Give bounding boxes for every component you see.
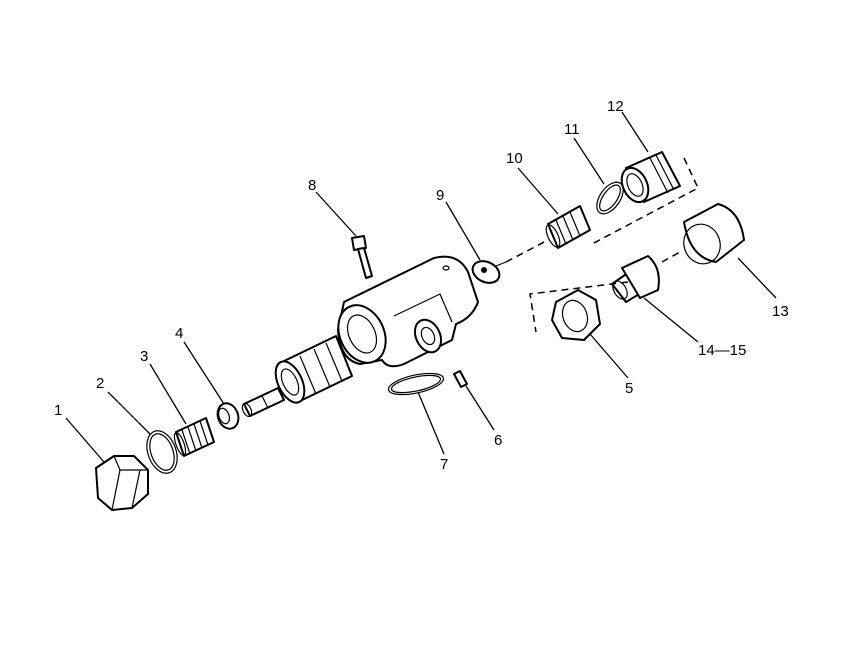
part-2-o-ring — [146, 430, 178, 474]
part-10-spring — [545, 205, 591, 249]
leader-lines — [65, 111, 777, 463]
part-14-15-plug — [611, 255, 660, 303]
part-12-fitting — [620, 151, 681, 204]
valve-spool — [274, 335, 353, 404]
callout-12: 12 — [607, 98, 624, 115]
part-11-o-ring — [596, 181, 624, 215]
callout-4: 4 — [175, 325, 183, 342]
callout-1: 1 — [54, 402, 62, 419]
part-3-spring — [173, 417, 215, 457]
part-5-nut — [551, 289, 601, 341]
callout-10: 10 — [506, 150, 523, 167]
alignment-lines — [505, 157, 699, 333]
callout-3: 3 — [140, 348, 148, 365]
part-13-cap — [683, 203, 745, 265]
callout-9: 9 — [436, 187, 444, 204]
part-1-hex-cap — [95, 455, 149, 511]
callout-2: 2 — [96, 375, 104, 392]
part-6-pin — [453, 370, 468, 388]
callout-14-15: 14—15 — [698, 342, 746, 359]
callout-13: 13 — [772, 303, 789, 320]
callout-7: 7 — [440, 456, 448, 473]
part-9-plate — [471, 260, 507, 284]
part-7-o-ring — [387, 372, 445, 396]
part-8-bolt — [351, 235, 373, 279]
callout-6: 6 — [494, 432, 502, 449]
callout-5: 5 — [625, 380, 633, 397]
valve-body — [337, 255, 479, 368]
plunger-pin — [241, 387, 285, 418]
part-4-washer — [216, 402, 240, 430]
callout-8: 8 — [308, 177, 316, 194]
callout-11: 11 — [564, 121, 580, 138]
